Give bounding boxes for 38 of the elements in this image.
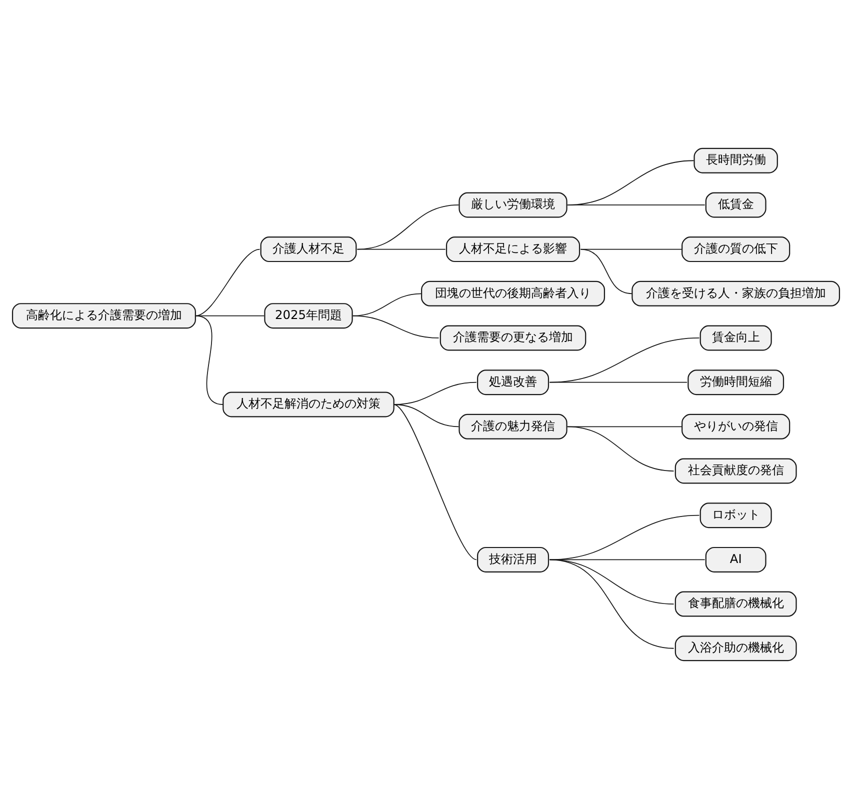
node-box: 入浴介助の機械化 — [674, 636, 797, 662]
node-box: 労働時間短縮 — [688, 370, 784, 396]
node-box: 介護の魅力発信 — [458, 414, 568, 440]
connector — [549, 338, 700, 383]
node-box: 高齢化による介護需要の増加 — [12, 303, 196, 329]
connector — [566, 426, 682, 428]
connector — [549, 559, 674, 649]
node-box: 社会貢献度の発信 — [674, 458, 797, 484]
connector — [566, 426, 674, 472]
connector — [580, 248, 633, 294]
node-box: 介護を受ける人・家族の負担増加 — [632, 280, 840, 306]
node-box: 低賃金 — [705, 192, 766, 218]
node-box: 賃金向上 — [700, 325, 772, 351]
node-box: 食事配膳の機械化 — [674, 591, 797, 617]
connector — [549, 382, 688, 383]
connector — [549, 559, 706, 560]
node-box: 厳しい労働環境 — [458, 192, 568, 218]
node-box: 技術活用 — [477, 546, 550, 572]
connector — [194, 315, 224, 405]
node-box: 人材不足による影響 — [446, 236, 580, 262]
node-box: 介護人材不足 — [260, 236, 357, 262]
node-box: 人材不足解消のための対策 — [222, 392, 394, 418]
node-box: 団塊の世代の後期高齢者入り — [421, 280, 606, 306]
connector — [352, 315, 440, 338]
connector — [566, 204, 706, 206]
connector — [393, 404, 477, 560]
connector — [393, 404, 460, 428]
node-box: ロボット — [700, 502, 772, 528]
node-box: 長時間労働 — [694, 148, 778, 174]
node-box: 介護の質の低下 — [682, 236, 790, 262]
node-box: やりがいの発信 — [682, 414, 790, 440]
connector — [194, 248, 260, 316]
node-box: 処遇改善 — [477, 370, 550, 396]
node-box: 2025年問題 — [264, 303, 353, 329]
connector — [356, 248, 446, 250]
node-box: 介護需要の更なる増加 — [440, 325, 586, 351]
node-box: AI — [705, 546, 766, 572]
connector — [356, 204, 460, 250]
